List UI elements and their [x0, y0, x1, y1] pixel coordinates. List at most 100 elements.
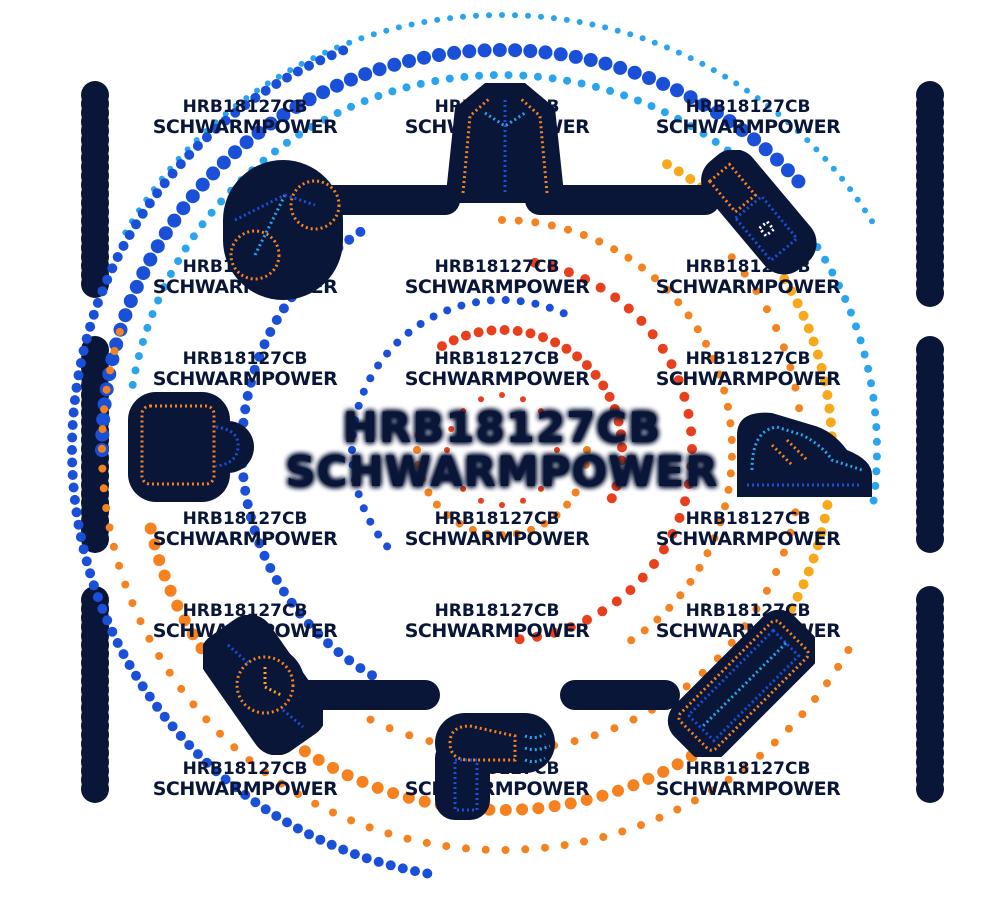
- brand-code: HRB18127CB: [434, 601, 560, 622]
- ring-dot: [663, 285, 671, 294]
- ring-dot: [841, 295, 850, 303]
- brand-name: SCHWARMPOWER: [655, 115, 841, 138]
- ring-dot: [647, 102, 656, 111]
- ring-dot: [110, 347, 119, 355]
- ring-dot: [443, 511, 452, 520]
- ring-dot: [475, 71, 484, 80]
- ring-dot: [846, 308, 855, 317]
- ring-dot: [590, 369, 601, 380]
- ring-dot: [383, 349, 392, 358]
- ring-dot: [516, 297, 525, 306]
- ring-dot: [201, 132, 212, 143]
- ring-dot: [278, 586, 289, 597]
- ring-dot: [271, 575, 282, 585]
- ring-dot: [152, 701, 163, 712]
- ring-dot: [444, 447, 450, 453]
- ring-dot: [265, 563, 276, 573]
- ring-dot: [230, 743, 239, 752]
- ring-dot: [153, 554, 166, 567]
- ring-dot: [174, 257, 183, 266]
- side-bar-dot: [81, 525, 109, 553]
- ring-dot: [549, 627, 560, 638]
- ring-dot: [727, 436, 736, 444]
- brand-code: HRB18127CB: [182, 509, 308, 530]
- ring-dot: [762, 586, 771, 595]
- ring-dot: [259, 339, 270, 350]
- ring-dot: [68, 407, 79, 418]
- ring-dot: [251, 125, 266, 140]
- ring-dot: [564, 797, 577, 810]
- ring-dot: [402, 83, 411, 92]
- ring-dot: [416, 320, 425, 328]
- ring-dot: [798, 710, 807, 719]
- ring-dot: [365, 823, 374, 832]
- ring-dot: [432, 48, 446, 62]
- ring-dot: [316, 85, 331, 100]
- ring-dot: [287, 67, 294, 74]
- ring-dot: [582, 614, 592, 625]
- ring-dot: [403, 834, 412, 843]
- side-bar-dot: [81, 775, 109, 803]
- ring-dot: [212, 119, 219, 126]
- ring-dot: [254, 87, 260, 94]
- ring-dot: [822, 390, 833, 400]
- ring-dot: [222, 111, 229, 117]
- ring-dot: [473, 12, 479, 19]
- ring-dot: [816, 527, 827, 538]
- side-bar-dot: [916, 525, 944, 553]
- ring-dot: [118, 308, 133, 323]
- ring-dot: [727, 638, 736, 647]
- ring-dot: [710, 534, 719, 542]
- ring-dot: [211, 766, 222, 777]
- ring-dot: [447, 15, 454, 22]
- ring-dot: [486, 12, 492, 19]
- ring-dot: [673, 805, 682, 814]
- ring-dot: [617, 442, 627, 453]
- ring-dot: [834, 662, 843, 671]
- ring-dot: [512, 326, 523, 336]
- ring-dot: [92, 592, 103, 603]
- ring-dot: [860, 350, 869, 359]
- ring-dot: [804, 137, 811, 144]
- brand-name: SCHWARMPOWER: [655, 777, 841, 800]
- ring-dot: [294, 608, 305, 619]
- ring-dot: [323, 638, 333, 649]
- ring-dot: [254, 538, 265, 549]
- ring-dot: [548, 74, 557, 83]
- ring-dot: [432, 500, 441, 509]
- ring-dot: [282, 72, 292, 83]
- ring-dot: [716, 518, 725, 527]
- ring-dot: [118, 649, 129, 660]
- ring-dot: [477, 43, 492, 58]
- ring-dot: [192, 140, 203, 151]
- ring-dot: [533, 72, 542, 81]
- brand-name: SCHWARMPOWER: [152, 527, 338, 550]
- brand-code: HRB18127CB: [685, 349, 811, 370]
- ring-dot: [642, 71, 656, 85]
- ring-dot: [794, 128, 801, 135]
- ring-dot: [418, 795, 431, 808]
- ring-dot: [699, 60, 706, 67]
- ring-dot: [388, 87, 397, 96]
- ring-dot: [144, 522, 157, 535]
- ring-dot: [791, 174, 806, 189]
- ring-dot: [131, 219, 141, 230]
- ring-dot: [167, 168, 178, 179]
- ring-dot: [570, 737, 579, 746]
- ring-dot: [803, 566, 814, 577]
- ring-dot: [292, 66, 303, 77]
- ring-dot: [374, 92, 383, 100]
- ring-dot: [486, 296, 495, 305]
- ring-dot: [422, 868, 433, 879]
- ring-dot: [158, 226, 173, 241]
- brand-name: SCHWARMPOWER: [655, 367, 841, 390]
- ring-dot: [106, 366, 114, 375]
- ring-dot: [483, 529, 492, 538]
- ring-dot: [598, 56, 613, 71]
- ring-dot: [67, 457, 78, 468]
- ring-dot: [596, 789, 609, 802]
- ring-dot: [102, 504, 111, 512]
- ring-dot: [869, 218, 875, 225]
